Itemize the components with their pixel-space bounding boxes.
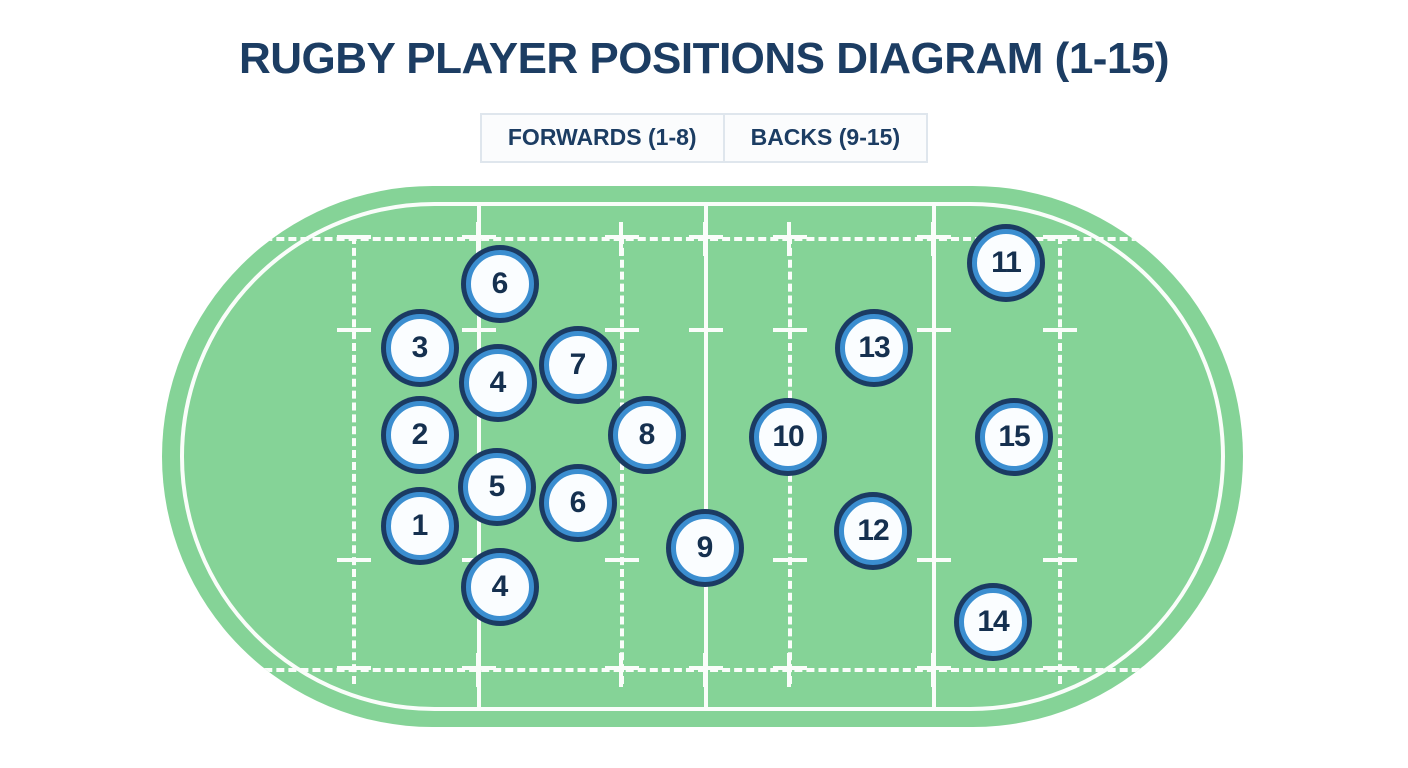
player-badge-1[interactable]: 1 [386,492,454,560]
pitch-vertical-line-3 [932,202,936,711]
player-badge-4[interactable]: 4 [466,553,534,621]
pitch-tick-mark [703,653,707,687]
player-badge-2[interactable]: 2 [386,401,454,469]
tab-forwards[interactable]: FORWARDS (1-8) [479,113,725,163]
pitch-tick-mark [1043,558,1077,562]
player-badge-14[interactable]: 14 [959,588,1027,656]
pitch-tick-mark [1043,666,1077,670]
pitch-vertical-line-2 [704,202,708,711]
tab-backs[interactable]: BACKS (9-15) [724,113,929,163]
pitch-tick-mark [1043,328,1077,332]
pitch-dashed-horizontal-1 [192,237,1212,241]
player-badge-6[interactable]: 6 [466,250,534,318]
pitch-tick-mark [337,235,371,239]
pitch-tick-mark [605,558,639,562]
legend-tabs: FORWARDS (1-8) BACKS (9-15) [479,113,929,163]
pitch-tick-mark [787,222,791,256]
pitch-tick-mark [337,328,371,332]
pitch-tick-mark [462,328,496,332]
pitch-tick-mark [773,328,807,332]
pitch-dashed-vertical-4 [1058,236,1062,684]
player-badge-6[interactable]: 6 [544,469,612,537]
pitch-tick-mark [337,558,371,562]
pitch-tick-mark [931,653,935,687]
player-badge-11[interactable]: 11 [972,229,1040,297]
pitch-tick-mark [619,222,623,256]
player-badge-7[interactable]: 7 [544,331,612,399]
pitch-tick-mark [787,653,791,687]
pitch-dashed-vertical-1 [352,236,356,684]
pitch-tick-mark [476,222,480,256]
pitch-tick-mark [1043,235,1077,239]
pitch-boundary-line [180,202,1225,711]
player-badge-13[interactable]: 13 [840,314,908,382]
player-badge-9[interactable]: 9 [671,514,739,582]
player-badge-10[interactable]: 10 [754,403,822,471]
player-badge-3[interactable]: 3 [386,314,454,382]
player-badge-4[interactable]: 4 [464,349,532,417]
pitch-vertical-line-1 [477,202,481,711]
pitch-tick-mark [917,328,951,332]
player-badge-15[interactable]: 15 [980,403,1048,471]
pitch-tick-mark [605,328,639,332]
pitch-dashed-vertical-2 [620,236,624,684]
page-title: RUGBY PLAYER POSITIONS DIAGRAM (1-15) [238,34,1170,83]
pitch-tick-mark [703,222,707,256]
pitch-dashed-horizontal-2 [192,668,1212,672]
player-badge-8[interactable]: 8 [613,401,681,469]
pitch-tick-mark [619,653,623,687]
pitch-tick-mark [773,558,807,562]
pitch-tick-mark [689,328,723,332]
pitch-tick-mark [917,558,951,562]
legend: FORWARDS (1-8) BACKS (9-15) [0,113,1408,163]
pitch-tick-mark [337,666,371,670]
pitch-tick-mark [931,222,935,256]
pitch-tick-mark [476,653,480,687]
player-badge-5[interactable]: 5 [463,453,531,521]
player-badge-12[interactable]: 12 [839,497,907,565]
